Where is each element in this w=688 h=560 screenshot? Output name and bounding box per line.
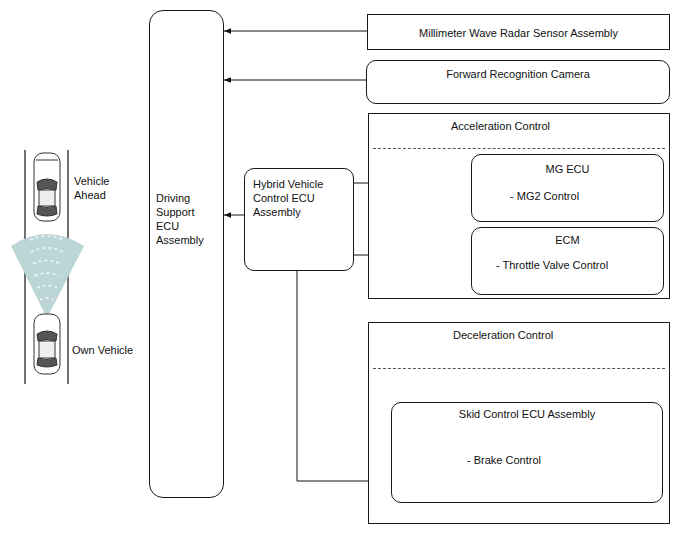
node-title: ECM bbox=[476, 233, 659, 247]
control-group: Acceleration Control MG ECU - MG2 ControlE… bbox=[368, 113, 670, 299]
control-group: Deceleration ControlSkid Control ECU Ass… bbox=[368, 322, 670, 524]
own-vehicle bbox=[34, 314, 60, 374]
ecu-box: ECM - Throttle Valve Control bbox=[471, 227, 664, 295]
ecu-box: Skid Control ECU Assembly - Brake Control bbox=[391, 402, 663, 503]
radar-waves bbox=[30, 236, 64, 300]
node-detail: - MG2 Control bbox=[510, 189, 579, 203]
camera-box: Forward Recognition Camera bbox=[366, 60, 670, 104]
node-title: Millimeter Wave Radar Sensor Assembly bbox=[372, 26, 665, 40]
ecu-box: MG ECU - MG2 Control bbox=[471, 154, 664, 222]
ecu-box: Driving Support ECU Assembly bbox=[149, 10, 224, 498]
vehicle-ahead bbox=[34, 153, 60, 221]
signal-arrow bbox=[224, 80, 366, 81]
node-title: Deceleration Control bbox=[453, 328, 553, 342]
vehicle-label: Own Vehicle bbox=[72, 343, 133, 357]
node-title: MG ECU bbox=[476, 162, 659, 176]
node-title: Acceleration Control bbox=[451, 119, 550, 133]
node-title: Driving Support ECU Assembly bbox=[156, 191, 220, 247]
vehicle-label: Vehicle Ahead bbox=[74, 174, 118, 202]
node-detail: - Throttle Valve Control bbox=[496, 258, 608, 272]
dashed-divider bbox=[373, 368, 665, 369]
ecu-box: Hybrid Vehicle Control ECU Assembly bbox=[244, 168, 354, 271]
node-title: Skid Control ECU Assembly bbox=[396, 407, 658, 421]
sensor-box: Millimeter Wave Radar Sensor Assembly bbox=[367, 14, 670, 50]
node-title: Hybrid Vehicle Control ECU Assembly bbox=[253, 177, 349, 219]
node-title: Forward Recognition Camera bbox=[371, 67, 665, 81]
radar-fan bbox=[11, 234, 84, 318]
dashed-divider bbox=[373, 148, 665, 149]
node-detail: - Brake Control bbox=[467, 453, 541, 467]
signal-arrow bbox=[224, 215, 244, 216]
signal-arrow bbox=[224, 31, 367, 32]
